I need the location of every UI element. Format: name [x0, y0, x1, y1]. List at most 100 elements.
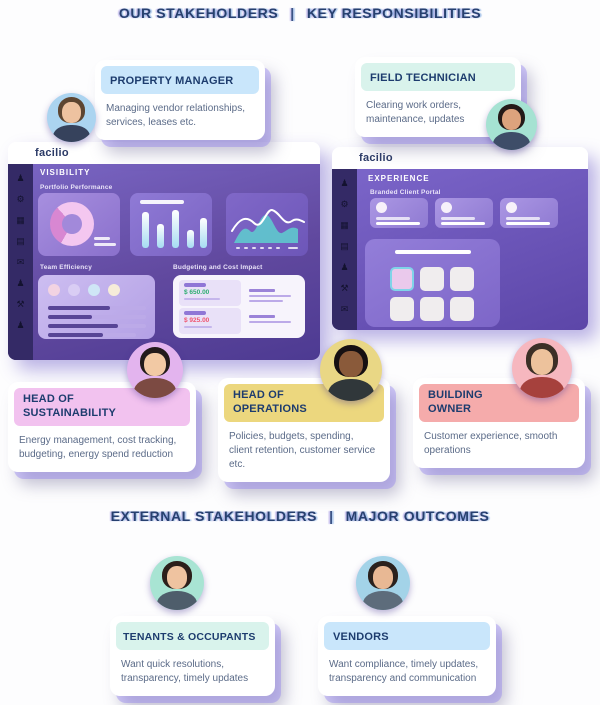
bar [200, 218, 207, 248]
gear-icon: ⚙ [16, 194, 25, 204]
mail-icon: ✉ [16, 257, 25, 267]
progress-fill [48, 324, 118, 328]
bar [187, 230, 194, 248]
persona-description: Policies, budgets, spending, client rete… [229, 430, 376, 470]
window-titlebar: facilio [332, 147, 588, 169]
app-sidebar: ♟ ⚙ ▦ ▤ ♟ ⚒ ✉ [332, 169, 357, 330]
app-tile [420, 267, 444, 291]
document-icon: ▤ [16, 236, 25, 246]
detail-line [249, 289, 275, 292]
app-window-experience: facilio ♟ ⚙ ▦ ▤ ♟ ⚒ ✉ EXPERIENCE Branded… [332, 147, 588, 330]
facilio-logo: facilio [35, 147, 69, 159]
progress-fill [48, 315, 92, 319]
bar-chart-widget [130, 193, 212, 256]
top-section-title: OUR STAKEHOLDERS|KEY RESPONSIBILITIES [0, 5, 600, 21]
progress-fill [48, 306, 110, 310]
portal-card [435, 198, 493, 228]
detail-line [376, 217, 410, 220]
grid-icon: ▦ [16, 215, 25, 225]
persona-title: BUILDING OWNER [428, 389, 483, 415]
document-icon: ▤ [340, 241, 349, 251]
budget-tag [184, 283, 206, 287]
persona-title: FIELD TECHNICIAN [370, 72, 476, 84]
detail-line [441, 217, 475, 220]
app-tile-selected [390, 267, 414, 291]
avatar-face [166, 566, 188, 589]
detail-line [184, 325, 212, 328]
avatar-face [62, 102, 81, 123]
top-title-right: KEY RESPONSIBILITIES [306, 5, 482, 21]
budget-row-positive: $ 650.00 [179, 280, 241, 306]
widget-title-line [140, 200, 184, 204]
bottom-title-right: MAJOR OUTCOMES [345, 508, 490, 524]
property-manager-avatar [47, 93, 96, 142]
card-avatar-dot [506, 202, 517, 213]
gear-icon: ⚙ [340, 199, 349, 209]
detail-line [249, 295, 291, 297]
screen-title-visibility: VISIBILITY [40, 168, 91, 177]
portfolio-performance-label: Portfolio Performance [40, 184, 113, 191]
progress-fill [48, 333, 103, 337]
head-of-operations-avatar [320, 339, 382, 401]
persona-description: Customer experience, smooth operations [424, 430, 558, 456]
persona-description: Want compliance, timely updates, transpa… [329, 659, 479, 684]
building-owner-avatar [512, 338, 572, 398]
progress-track [48, 333, 136, 337]
user-icon: ♟ [340, 178, 349, 188]
grid-icon: ▦ [340, 220, 349, 230]
persona-card-field-technician: FIELD TECHNICIAN Clearing work orders, m… [355, 57, 521, 137]
avatar-torso [134, 378, 176, 398]
area-chart-widget [226, 193, 308, 256]
legend-line [94, 243, 116, 246]
progress-track [48, 306, 146, 310]
bar [172, 210, 179, 248]
portal-card [500, 198, 558, 228]
persona-title: TENANTS & OCCUPANTS [123, 631, 256, 643]
card-avatar-dot [441, 202, 452, 213]
title-separator: | [329, 508, 334, 524]
title-separator: | [290, 5, 295, 21]
persona-card-header: TENANTS & OCCUPANTS [116, 622, 269, 650]
detail-line [506, 222, 550, 225]
user-icon: ♟ [16, 278, 25, 288]
avatar [47, 93, 96, 142]
team-icon: ♟ [16, 320, 25, 330]
detail-line [376, 222, 420, 225]
persona-description: Clearing work orders, maintenance, updat… [366, 100, 465, 125]
avatar-face [144, 352, 166, 377]
field-technician-avatar [486, 99, 537, 150]
app-tile [420, 297, 444, 321]
detail-line [441, 222, 485, 225]
detail-line [249, 315, 275, 318]
avatar-torso [519, 377, 565, 398]
persona-card-header: VENDORS [324, 622, 490, 650]
avatar-face [530, 349, 554, 375]
persona-title: HEAD OF OPERATIONS [233, 389, 307, 415]
bottom-title-left: EXTERNAL STAKEHOLDERS [110, 508, 318, 524]
card-avatar-dot [376, 202, 387, 213]
head-of-sustainability-avatar [127, 342, 183, 398]
branded-client-portal-label: Branded Client Portal [370, 189, 441, 196]
window-titlebar: facilio [8, 142, 320, 164]
dashboard-body: ♟ ⚙ ▦ ▤ ✉ ♟ ⚒ ♟ VISIBILITY Portfolio Per… [8, 164, 320, 360]
detail-line [506, 217, 540, 220]
avatar-torso [53, 124, 90, 142]
avatar [320, 339, 382, 401]
legend-line [94, 237, 110, 240]
persona-description: Managing vendor relationships, services,… [106, 103, 245, 128]
user-icon: ♟ [16, 173, 25, 183]
budget-amount-negative: $ 925.00 [184, 316, 210, 324]
persona-title: VENDORS [333, 631, 389, 643]
detail-line [184, 297, 220, 300]
avatar [486, 99, 537, 150]
portfolio-donut-widget [38, 193, 120, 256]
app-tile [450, 267, 474, 291]
team-efficiency-label: Team Efficiency [40, 264, 93, 271]
persona-card-property-manager: PROPERTY MANAGER Managing vendor relatio… [95, 60, 265, 140]
persona-card-header: FIELD TECHNICIAN [361, 63, 515, 91]
avatar-face [372, 566, 394, 589]
member-avatar-dot [88, 284, 100, 296]
dashboard-body: ♟ ⚙ ▦ ▤ ♟ ⚒ ✉ EXPERIENCE Branded Client … [332, 169, 588, 330]
detail-line [249, 321, 291, 323]
persona-card-tenants-occupants: TENANTS & OCCUPANTS Want quick resolutio… [110, 616, 275, 696]
